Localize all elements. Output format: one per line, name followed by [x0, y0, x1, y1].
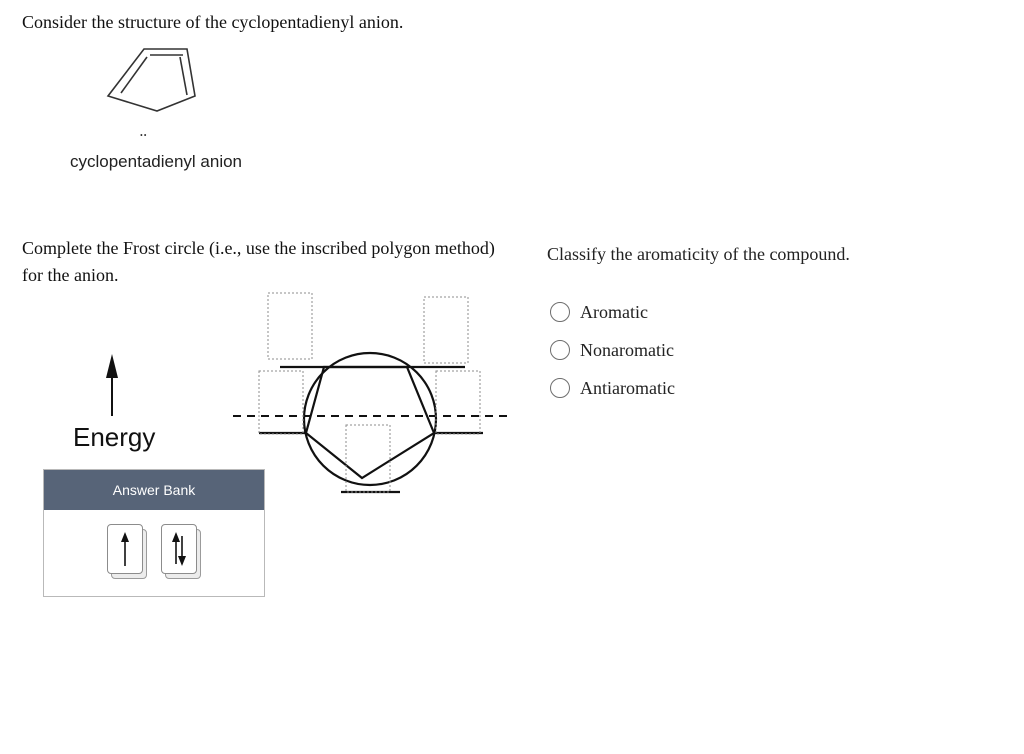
- drop-target-top-right: [423, 296, 469, 364]
- up-arrow-icon: [121, 532, 129, 566]
- intro-text: Consider the structure of the cyclopenta…: [22, 12, 404, 32]
- answer-bank-title: Answer Bank: [44, 470, 264, 510]
- energy-axis-label: Energy: [73, 422, 156, 452]
- answer-bank: Answer Bank: [43, 469, 265, 597]
- frost-circle: [302, 351, 438, 487]
- up-down-arrows-icon: [172, 532, 186, 566]
- option-nonaromatic[interactable]: Nonaromatic: [550, 331, 770, 369]
- radio-button[interactable]: [550, 302, 570, 322]
- option-label: Nonaromatic: [580, 339, 674, 360]
- answer-bank-tiles: [44, 510, 264, 580]
- tile-face: [161, 524, 197, 574]
- frost-circle-diagram: [233, 292, 510, 494]
- drop-target-mid-right: [435, 370, 481, 435]
- tile-face: [107, 524, 143, 574]
- radio-button[interactable]: [550, 340, 570, 360]
- aromaticity-options: Aromatic Nonaromatic Antiaromatic: [550, 293, 770, 407]
- drop-target-mid-left: [258, 370, 304, 435]
- option-label: Antiaromatic: [580, 377, 675, 398]
- option-antiaromatic[interactable]: Antiaromatic: [550, 369, 770, 407]
- frost-instructions: Complete the Frost circle (i.e., use the…: [22, 238, 495, 285]
- molecule-caption: cyclopentadienyl anion: [70, 152, 243, 171]
- electron-pair-tile[interactable]: [161, 524, 201, 580]
- drop-target-bottom: [345, 424, 391, 493]
- cyclopentadienyl-structure: [106, 48, 196, 112]
- radio-button[interactable]: [550, 378, 570, 398]
- single-electron-tile[interactable]: [107, 524, 147, 580]
- inscribed-pentagon: [304, 365, 436, 480]
- energy-arrow-icon: [106, 354, 118, 416]
- option-aromatic[interactable]: Aromatic: [550, 293, 770, 331]
- drop-target-top-left: [267, 292, 313, 360]
- lone-pair-dots: ••: [140, 131, 148, 140]
- question-text: Classify the aromaticity of the compound…: [547, 244, 850, 264]
- option-label: Aromatic: [580, 301, 648, 322]
